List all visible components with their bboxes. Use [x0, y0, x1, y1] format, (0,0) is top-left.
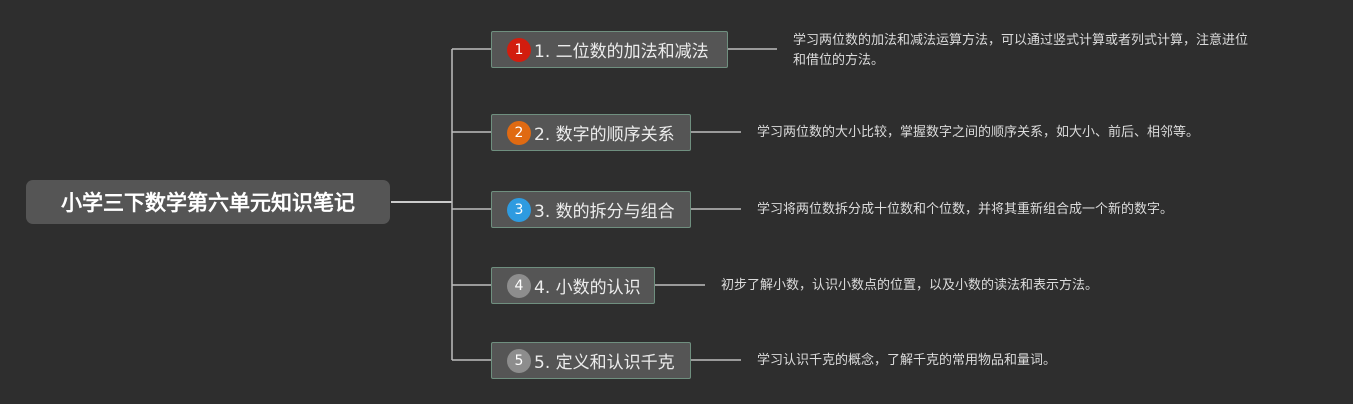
topic-2[interactable]: 2 2. 数字的顺序关系	[491, 114, 691, 151]
topic-5-note[interactable]: 学习认识千克的概念，了解千克的常用物品和量词。	[757, 351, 1317, 371]
topic-1-label: 1. 二位数的加法和减法	[534, 42, 709, 62]
root-topic[interactable]: 小学三下数学第六单元知识笔记	[26, 180, 390, 224]
topic-3-note-line-1: 学习将两位数拆分成十位数和个位数，并将其重新组合成一个新的数字。	[757, 202, 1174, 217]
topic-4-label: 4. 小数的认识	[534, 278, 641, 298]
topic-2-note-line-1: 学习两位数的大小比较，掌握数字之间的顺序关系，如大小、前后、相邻等。	[757, 125, 1200, 140]
topic-1-note-line-2: 和借位的方法。	[793, 53, 885, 68]
topic-2-label: 2. 数字的顺序关系	[534, 125, 675, 145]
topic-4-note[interactable]: 初步了解小数，认识小数点的位置，以及小数的读法和表示方法。	[721, 276, 1281, 296]
priority-2-icon: 2	[507, 120, 531, 145]
priority-3-icon: 3	[507, 197, 531, 222]
topic-5-label: 5. 定义和认识千克	[534, 353, 675, 373]
topic-1[interactable]: 1 1. 二位数的加法和减法	[491, 31, 728, 68]
topic-4-note-line-1: 初步了解小数，认识小数点的位置，以及小数的读法和表示方法。	[721, 278, 1099, 293]
topic-4[interactable]: 4 4. 小数的认识	[491, 267, 655, 304]
topic-5[interactable]: 5 5. 定义和认识千克	[491, 342, 691, 379]
priority-4-icon: 4	[507, 273, 531, 298]
root-topic-label: 小学三下数学第六单元知识笔记	[61, 191, 355, 215]
topic-3[interactable]: 3 3. 数的拆分与组合	[491, 191, 691, 228]
topic-2-note[interactable]: 学习两位数的大小比较，掌握数字之间的顺序关系，如大小、前后、相邻等。	[757, 123, 1317, 143]
topic-3-label: 3. 数的拆分与组合	[534, 202, 675, 222]
priority-5-icon: 5	[507, 348, 531, 373]
topic-1-note[interactable]: 学习两位数的加法和减法运算方法，可以通过竖式计算或者列式计算，注意进位 和借位的…	[793, 31, 1323, 71]
topic-3-note[interactable]: 学习将两位数拆分成十位数和个位数，并将其重新组合成一个新的数字。	[757, 200, 1317, 220]
priority-1-icon: 1	[507, 37, 531, 62]
topic-5-note-line-1: 学习认识千克的概念，了解千克的常用物品和量词。	[757, 353, 1057, 368]
topic-1-note-line-1: 学习两位数的加法和减法运算方法，可以通过竖式计算或者列式计算，注意进位	[793, 33, 1249, 48]
